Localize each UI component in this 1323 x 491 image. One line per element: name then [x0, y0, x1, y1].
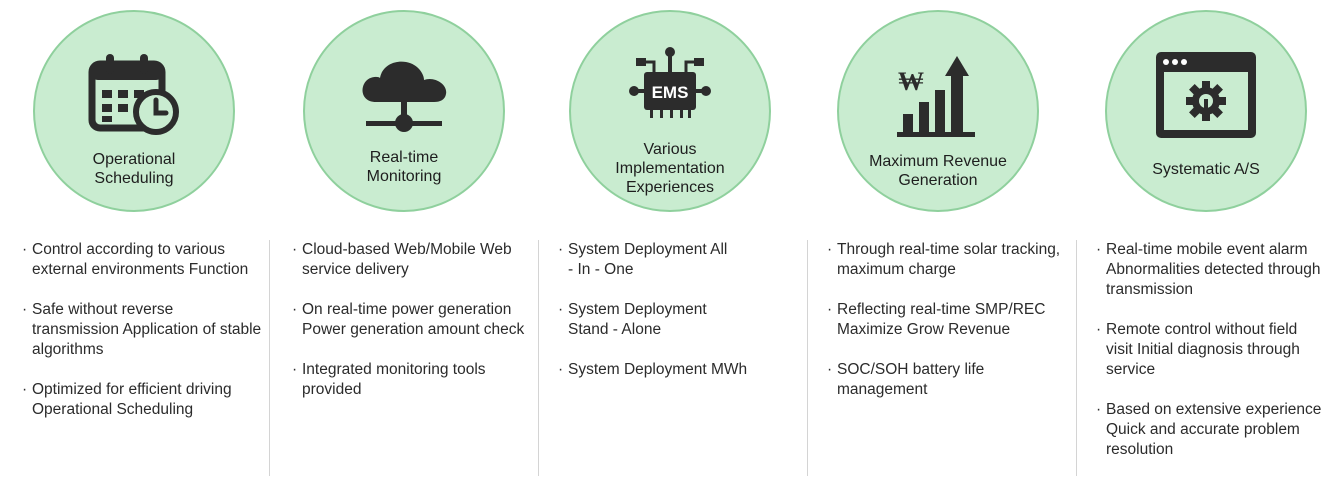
browser-gear-icon [1156, 52, 1256, 138]
feature-title: Real-time Monitoring [366, 149, 442, 185]
feature-circle: Systematic A/S [1105, 10, 1307, 212]
feature-title: Maximum Revenue Generation [869, 153, 1007, 189]
list-item: SOC/SOH battery life management [827, 360, 1067, 400]
svg-text:₩: ₩ [898, 67, 924, 96]
column-divider [269, 240, 270, 476]
feature-maximum-revenue: ₩ Maximum Revenue Generation Through rea… [807, 0, 1076, 491]
list-item: Control according to various external en… [22, 240, 262, 280]
feature-title: Systematic A/S [1152, 161, 1260, 178]
column-divider [1076, 240, 1077, 476]
feature-real-time-monitoring: Real-time Monitoring Cloud-based Web/Mob… [269, 0, 538, 491]
feature-circle: Real-time Monitoring [303, 10, 505, 212]
feature-bullet-list: System Deployment All - In - One System … [558, 240, 798, 400]
list-item: Remote control without field visit Initi… [1096, 320, 1322, 380]
list-item: Optimized for efficient driving Operatio… [22, 380, 262, 420]
list-item: On real-time power generation Power gene… [292, 300, 532, 340]
list-item: Through real-time solar tracking, maximu… [827, 240, 1067, 280]
column-divider [538, 240, 539, 476]
feature-circle: EMS Various Implementation Experiences [569, 10, 771, 212]
feature-circle: ₩ Maximum Revenue Generation [837, 10, 1039, 212]
list-item: Real-time mobile event alarm Abnormaliti… [1096, 240, 1322, 300]
feature-circle: Operational Scheduling [33, 10, 235, 212]
list-item: System Deployment All - In - One [558, 240, 728, 280]
list-item: Cloud-based Web/Mobile Web service deliv… [292, 240, 532, 280]
feature-bullet-list: Real-time mobile event alarm Abnormaliti… [1096, 240, 1322, 480]
list-item: System Deployment MWh [558, 360, 798, 380]
feature-bullet-list: Cloud-based Web/Mobile Web service deliv… [292, 240, 532, 420]
feature-title: Various Implementation Experiences [615, 141, 725, 196]
list-item: Reflecting real-time SMP/REC Maximize Gr… [827, 300, 1067, 340]
feature-operational-scheduling: Operational Scheduling Control according… [0, 0, 269, 491]
column-divider [807, 240, 808, 476]
list-item: Safe without reverse transmission Applic… [22, 300, 262, 360]
feature-bullet-list: Through real-time solar tracking, maximu… [827, 240, 1067, 420]
list-item: System Deployment Stand - Alone [558, 300, 728, 340]
feature-systematic-as: Systematic A/S Real-time mobile event al… [1076, 0, 1323, 491]
revenue-growth-chart-icon: ₩ [897, 56, 975, 137]
feature-title: Operational Scheduling [92, 151, 176, 187]
list-item: Integrated monitoring tools provided [292, 360, 532, 400]
ems-chip-icon: EMS [629, 47, 711, 118]
list-item: Based on extensive experience Quick and … [1096, 400, 1322, 460]
calendar-clock-icon [88, 54, 179, 135]
feature-bullet-list: Control according to various external en… [22, 240, 262, 440]
svg-text:EMS: EMS [652, 83, 689, 102]
cloud-network-icon [362, 61, 447, 132]
feature-various-implementation: EMS Various Implementation Experiences S… [538, 0, 807, 491]
